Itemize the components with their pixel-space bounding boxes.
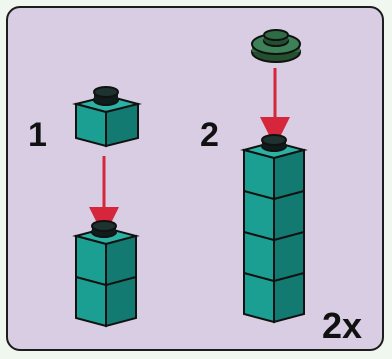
instruction-panel bbox=[6, 6, 384, 351]
step2-tower-icon bbox=[240, 134, 308, 324]
step2-round-plate-icon bbox=[251, 29, 301, 63]
step-2-number: 2 bbox=[200, 116, 219, 154]
step-2-multiplier: 2x bbox=[322, 305, 363, 346]
step1-stack-icon bbox=[72, 220, 140, 328]
step-1-number: 1 bbox=[28, 116, 47, 154]
step1-loose-brick-icon bbox=[72, 86, 142, 148]
